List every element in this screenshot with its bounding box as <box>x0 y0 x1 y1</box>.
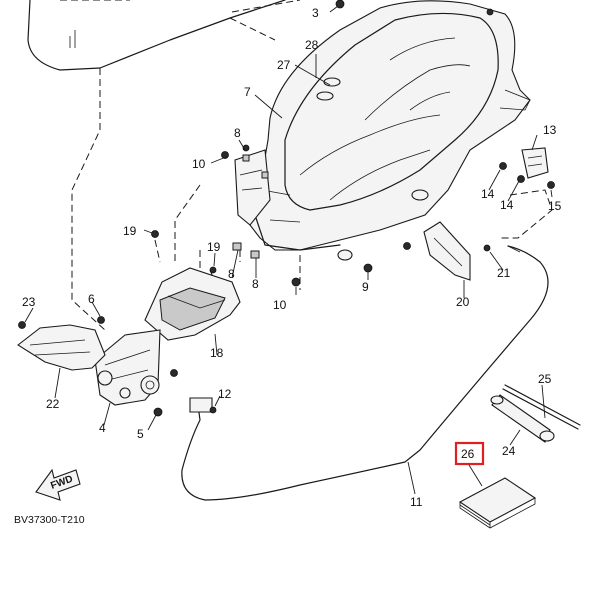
callout-13: 13 <box>543 123 557 137</box>
rear-frame-bracket <box>94 329 161 406</box>
callout-21: 21 <box>497 266 511 280</box>
callout-labels: 3 28 27 7 8 10 19 19 8 8 10 9 20 21 13 1… <box>22 6 562 509</box>
side-cover-plate <box>423 221 471 281</box>
callout-19-left: 19 <box>123 224 137 238</box>
callout-12: 12 <box>218 387 232 401</box>
callout-27: 27 <box>277 58 291 72</box>
callout-6: 6 <box>88 292 95 306</box>
reference-code: BV37300-T210 <box>14 514 85 526</box>
callout-9: 9 <box>362 280 369 294</box>
box-brackets <box>234 149 271 226</box>
grommets <box>316 0 494 101</box>
lower-bracket <box>17 321 106 371</box>
callout-22: 22 <box>46 397 60 411</box>
callout-4: 4 <box>99 421 106 435</box>
forward-direction-arrow: FWD <box>35 468 81 501</box>
callout-8-top: 8 <box>234 126 241 140</box>
callout-28: 28 <box>305 38 319 52</box>
callout-14-right: 14 <box>500 198 514 212</box>
callout-24: 24 <box>502 444 516 458</box>
storage-box <box>249 0 531 261</box>
callout-14-left: 14 <box>481 187 495 201</box>
callout-10-upper: 10 <box>192 157 206 171</box>
seat-outline <box>27 0 301 71</box>
owners-manual <box>458 477 537 529</box>
callout-15: 15 <box>548 199 562 213</box>
callout-8-low: 8 <box>252 277 259 291</box>
callout-23: 23 <box>22 295 36 309</box>
callout-25: 25 <box>538 372 552 386</box>
callout-18: 18 <box>210 346 224 360</box>
callout-5: 5 <box>137 427 144 441</box>
callout-11: 11 <box>410 495 423 509</box>
callout-3: 3 <box>312 6 319 20</box>
leader-lines <box>24 5 553 495</box>
callout-19-right: 19 <box>207 240 221 254</box>
callout-8-mid: 8 <box>228 267 235 281</box>
callout-10-lower: 10 <box>273 298 287 312</box>
tool-kit <box>490 384 581 443</box>
highlight-box-part-26 <box>454 441 485 466</box>
callout-20: 20 <box>456 295 470 309</box>
callout-7: 7 <box>244 85 251 99</box>
tail-housing <box>144 267 241 341</box>
hinge-bracket <box>499 147 555 189</box>
callout-26: 26 <box>461 447 475 461</box>
